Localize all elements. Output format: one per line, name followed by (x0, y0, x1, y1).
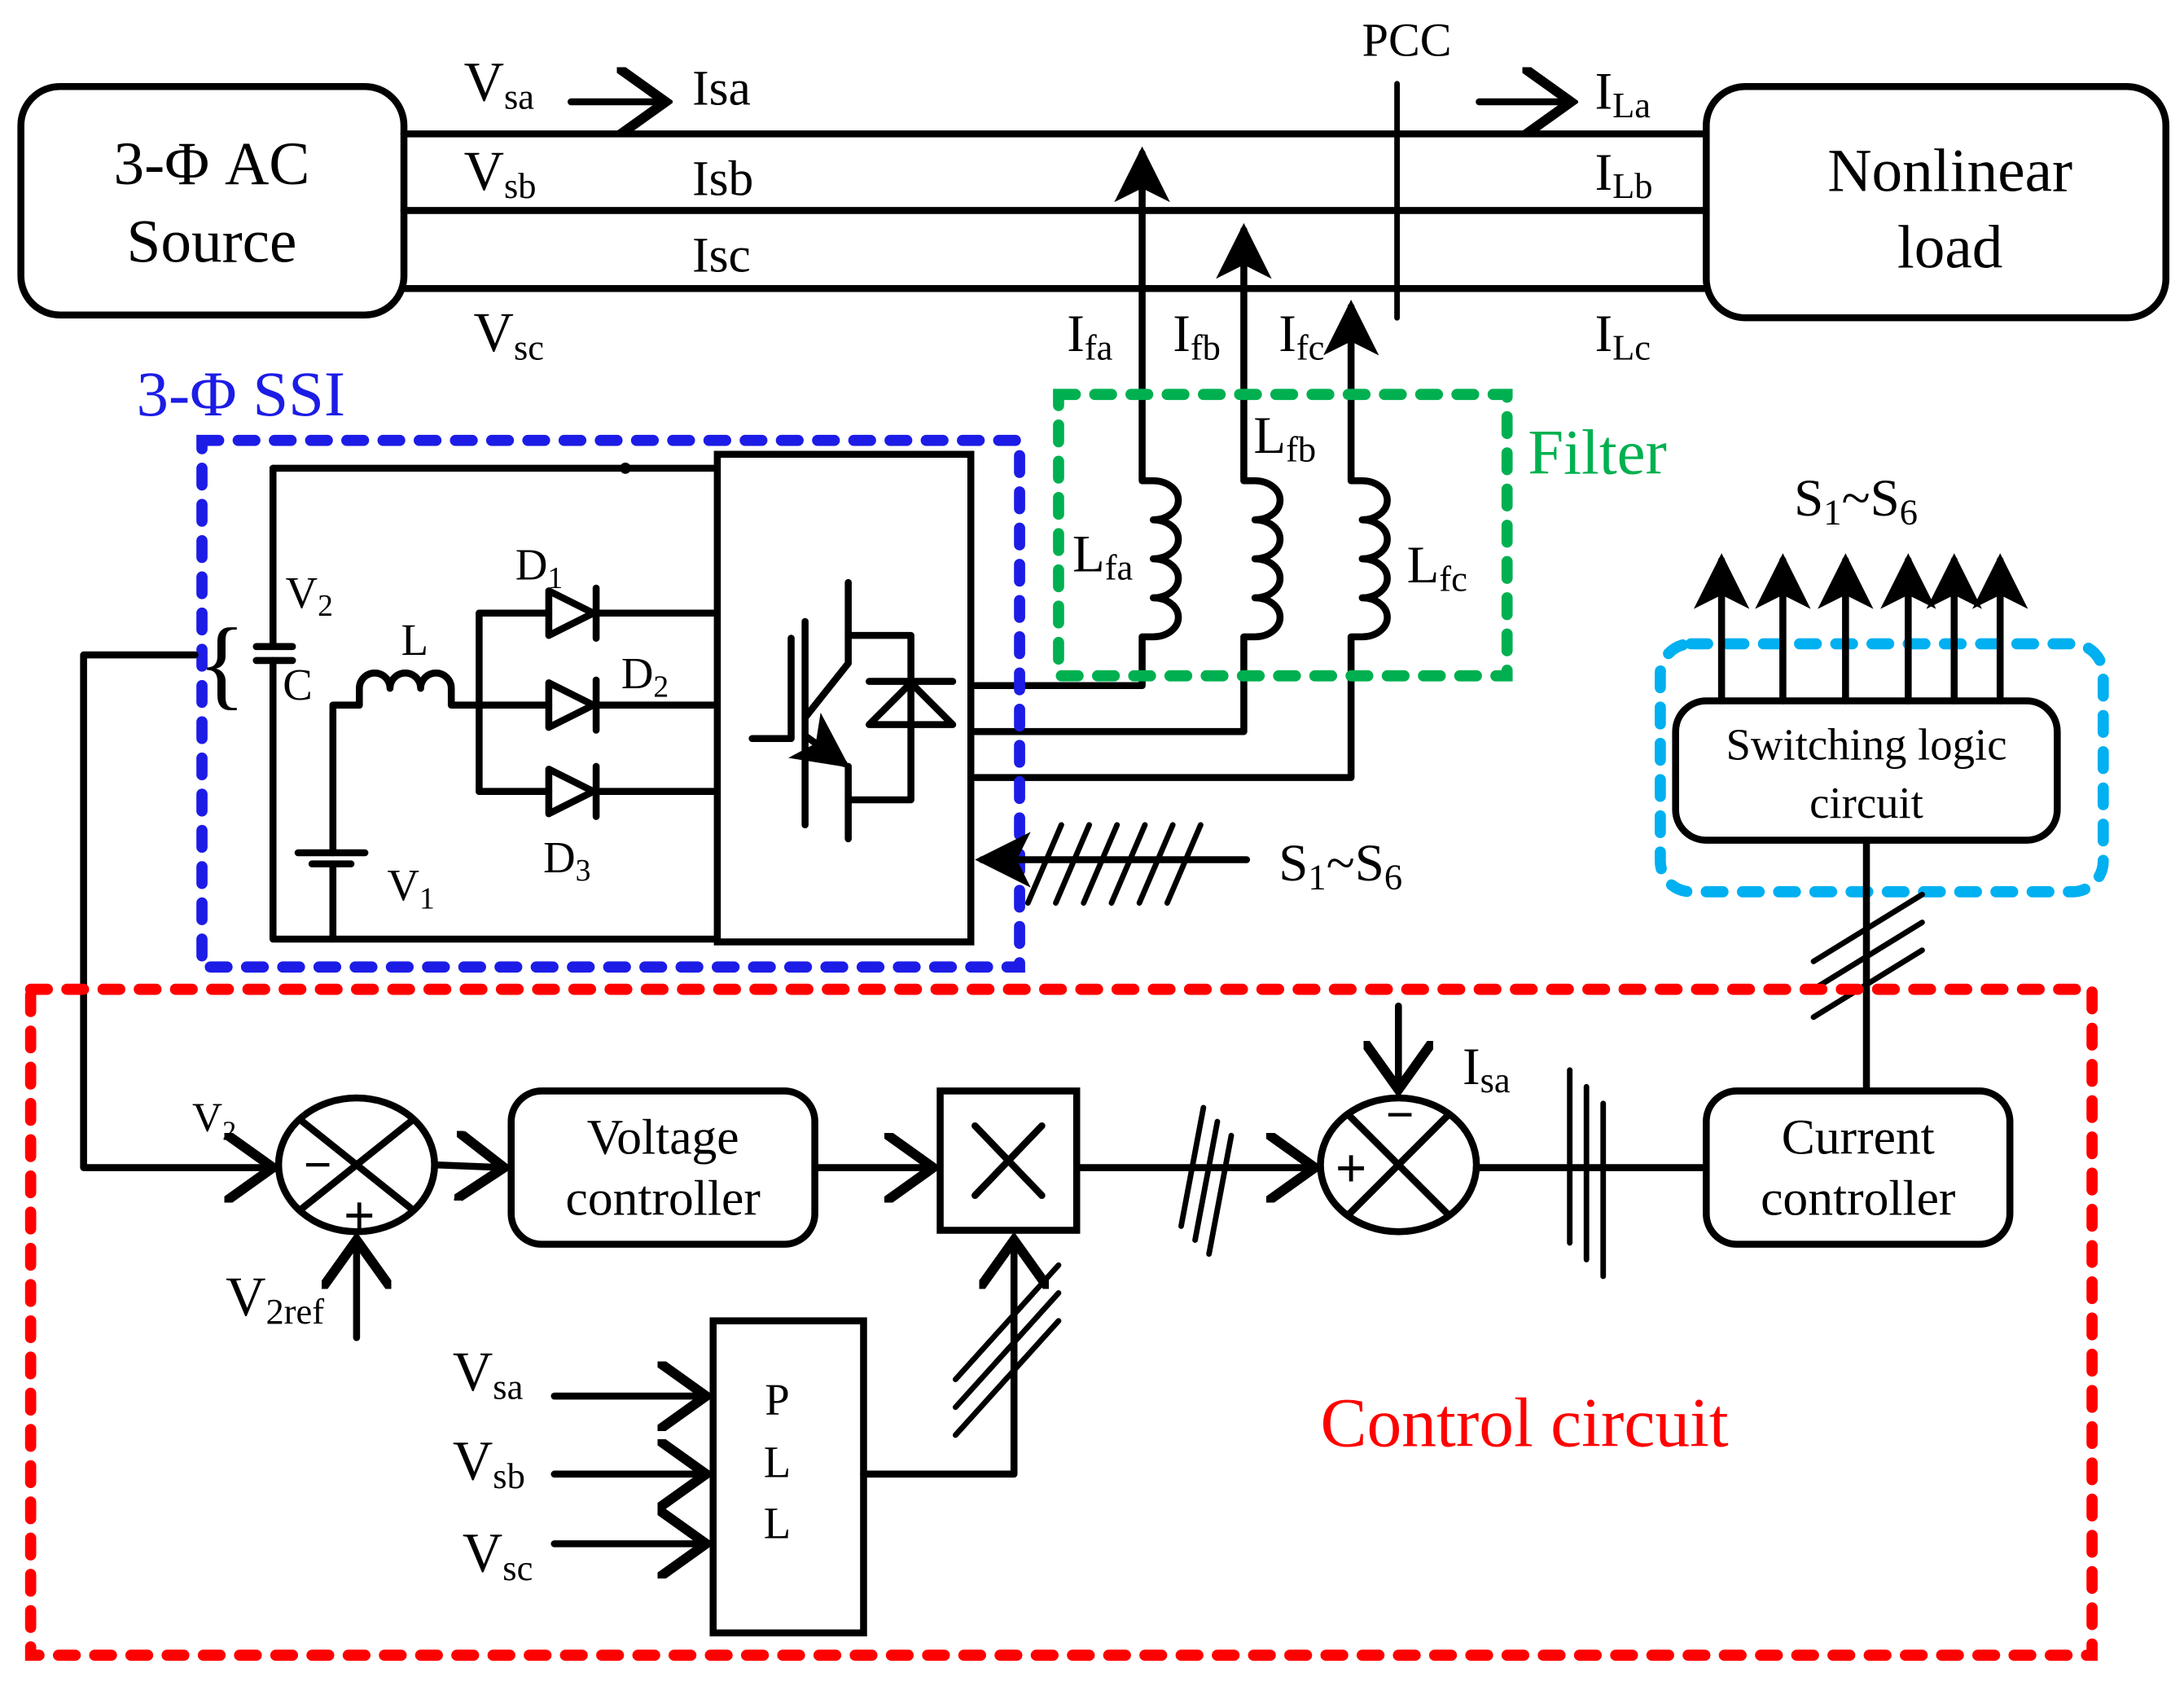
ifb-label: Ifb (1173, 305, 1221, 367)
vsa-label: Vsa (464, 50, 535, 116)
pll-letter-l2: L (764, 1499, 791, 1548)
inductor-lfa-icon (971, 470, 1182, 689)
pcc-label: PCC (1362, 14, 1452, 67)
inductor-lfc-icon (971, 470, 1391, 781)
lfc-label: Lfc (1407, 536, 1467, 599)
pll-block: P L L (709, 1317, 867, 1637)
sum1-to-vc-wire (431, 1165, 505, 1167)
diode-d1-icon (545, 584, 600, 642)
switching-input-bus (1810, 836, 1925, 1095)
summing-junction-1: − + (274, 1094, 438, 1247)
current-controller-line1: Current (1782, 1109, 1935, 1165)
voltage-controller-line1: Voltage (587, 1109, 739, 1165)
vsb-label: Vsb (464, 140, 537, 206)
ac-source-label-line1: 3-Φ AC (113, 130, 309, 198)
pll-input-vsb-label: Vsb (453, 1430, 525, 1496)
igbt-switch-icon (748, 578, 957, 843)
switching-logic-block: Switching logic circuit (1672, 697, 2061, 844)
inductor-l-label: L (401, 615, 428, 665)
v2-feedback-wire (80, 651, 274, 1167)
inductor-lfb-icon (971, 470, 1284, 735)
switching-output-label: S1~S6 (1794, 469, 1918, 532)
control-group-box (24, 983, 2098, 1662)
gate-signal-bus (975, 822, 1251, 906)
ac-source-block: 3-Φ AC Source (17, 82, 408, 319)
switching-output-arrows (1693, 553, 2028, 705)
pll-input-vsa-label: Vsa (453, 1341, 524, 1407)
d3-label: D3 (543, 832, 590, 888)
v2-input-label: V2 (192, 1095, 236, 1146)
gate-signal-label: S1~S6 (1278, 834, 1402, 897)
d1-label: D1 (515, 540, 563, 595)
ifa-label: Ifa (1067, 305, 1112, 367)
vsc-label: Vsc (474, 301, 544, 367)
load-label-line2: load (1897, 214, 2003, 282)
sum2-to-cc-bus (1472, 1067, 1710, 1280)
nonlinear-load-block: Nonlinear load (1703, 82, 2170, 322)
voltage-controller-block: Voltage controller (507, 1087, 818, 1248)
isc-label: Isc (692, 228, 751, 283)
ac-source-label-line2: Source (127, 209, 297, 276)
diode-d3-icon (545, 762, 600, 820)
d2-label: D2 (621, 648, 669, 704)
ilb-label: ILb (1594, 143, 1652, 206)
sum2-plus: + (1335, 1137, 1367, 1199)
capacitor-c-label: C (283, 660, 313, 709)
load-label-line1: Nonlinear (1827, 138, 2072, 205)
ilc-label: ILc (1594, 305, 1651, 367)
current-controller-block: Current controller (1703, 1087, 2014, 1248)
v1-label: V1 (388, 860, 435, 915)
pll-to-mult-bus (860, 1240, 1062, 1478)
v2-brace-icon: { (198, 607, 246, 718)
ssi-dc-circuit (252, 463, 721, 943)
switching-group-box (1655, 638, 2109, 898)
switching-logic-line2: circuit (1809, 778, 1923, 828)
ssi-group-box (196, 434, 1025, 973)
isa-feedback-label: Isa (1463, 1038, 1511, 1100)
diode-d2-icon (545, 676, 600, 734)
pll-letter-l1: L (764, 1437, 791, 1486)
switching-logic-line1: Switching logic (1726, 719, 2007, 769)
ila-label: ILa (1594, 63, 1651, 125)
sum1-plus: + (344, 1185, 375, 1247)
inverter-bridge (713, 450, 975, 946)
isb-label: Isb (692, 151, 753, 207)
lfa-label: Lfa (1072, 525, 1134, 587)
pll-input-vsc-label: Vsc (463, 1522, 533, 1588)
sum1-minus: − (303, 1138, 331, 1193)
v2ref-label: V2ref (226, 1266, 324, 1332)
v2-label: V2 (286, 568, 333, 623)
isa-label: Isa (692, 60, 751, 116)
mult-to-sum2-bus (1072, 1104, 1314, 1258)
control-title: Control circuit (1321, 1385, 1729, 1462)
sum2-minus: − (1385, 1087, 1414, 1143)
voltage-controller-line2: controller (566, 1171, 761, 1227)
pll-letter-p: P (765, 1374, 789, 1424)
multiplier-block (936, 1087, 1081, 1234)
ifc-label: Ifc (1278, 305, 1324, 367)
summing-junction-2: − + (1317, 1087, 1480, 1236)
current-controller-line2: controller (1761, 1171, 1955, 1227)
ssi-title: 3-Φ SSI (137, 359, 345, 430)
filter-group-box (1053, 389, 1513, 682)
filter-title: Filter (1528, 418, 1666, 489)
three-phase-lines (400, 130, 1710, 292)
pcc-marker: PCC (1362, 14, 1452, 321)
lfb-label: Lfb (1253, 406, 1316, 469)
